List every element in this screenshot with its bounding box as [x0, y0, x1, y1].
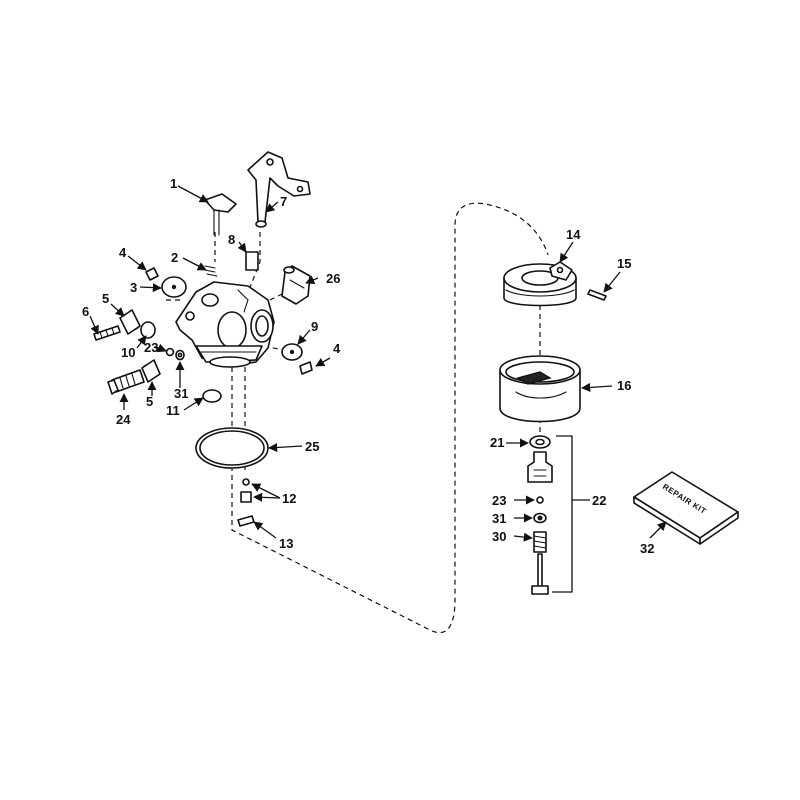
callout-31-left: 31 — [174, 386, 188, 401]
callout-4-upper: 4 — [119, 245, 127, 260]
callout-5-upper: 5 — [102, 291, 109, 306]
part-11-oring — [202, 389, 222, 403]
part-7-throttle-shaft — [247, 151, 311, 228]
part-22-needle-assembly — [527, 451, 553, 595]
callout-5-lower: 5 — [146, 394, 153, 409]
callout-23-right: 23 — [492, 493, 506, 508]
callout-22: 22 — [592, 493, 606, 508]
part-21-washer — [529, 435, 551, 449]
callout-31-right: 31 — [492, 511, 506, 526]
part-1-choke-shaft — [204, 193, 237, 236]
part-15-pin — [587, 289, 607, 301]
part-26-fitting — [281, 265, 311, 305]
part-4-screw-upper — [145, 267, 159, 281]
dashed-assembly-lines — [165, 202, 549, 634]
callout-14: 14 — [566, 227, 581, 242]
part-6-screw — [93, 325, 121, 341]
part-16-bowl — [499, 355, 581, 423]
part-3-disc — [161, 276, 187, 298]
callout-21: 21 — [490, 435, 504, 450]
callout-26: 26 — [326, 271, 340, 286]
part-31-small-ring — [175, 349, 185, 361]
callout-32: 32 — [640, 541, 654, 556]
callout-7: 7 — [280, 194, 287, 209]
part-4-screw-right — [299, 361, 313, 375]
callout-24: 24 — [116, 412, 131, 427]
part-24-needle — [107, 369, 145, 395]
part-32-repair-kit — [633, 471, 739, 545]
callout-1: 1 — [170, 176, 177, 191]
callout-6: 6 — [82, 304, 89, 319]
part-12-pin — [240, 478, 252, 503]
part-2-spring — [204, 265, 218, 277]
part-5-spring-upper — [119, 309, 141, 335]
part-14-float — [503, 261, 577, 307]
callout-15: 15 — [617, 256, 631, 271]
part-23-small-washer — [165, 347, 175, 357]
callout-8: 8 — [228, 232, 235, 247]
part-13-clip — [237, 515, 255, 527]
callout-16: 16 — [617, 378, 631, 393]
callout-9: 9 — [311, 319, 318, 334]
callout-labels: 1 2 3 4 5 6 7 8 9 4 10 11 12 13 14 15 16… — [82, 176, 654, 556]
leader-lines — [89, 185, 667, 593]
callout-23-left: 23 — [144, 340, 158, 355]
callout-2: 2 — [171, 250, 178, 265]
callout-4-right: 4 — [333, 341, 341, 356]
part-8-spring — [245, 251, 259, 271]
callout-3: 3 — [130, 280, 137, 295]
part-9-disc — [281, 343, 303, 361]
part-5-spring-lower — [141, 359, 161, 383]
callout-11: 11 — [166, 403, 180, 418]
callout-10: 10 — [121, 345, 135, 360]
callout-12: 12 — [282, 491, 296, 506]
carburetor-body — [175, 281, 275, 368]
part-25-gasket-ring — [195, 427, 269, 469]
callout-25: 25 — [305, 439, 319, 454]
part-10-disc — [140, 321, 156, 339]
callout-30: 30 — [492, 529, 506, 544]
callout-13: 13 — [279, 536, 293, 551]
